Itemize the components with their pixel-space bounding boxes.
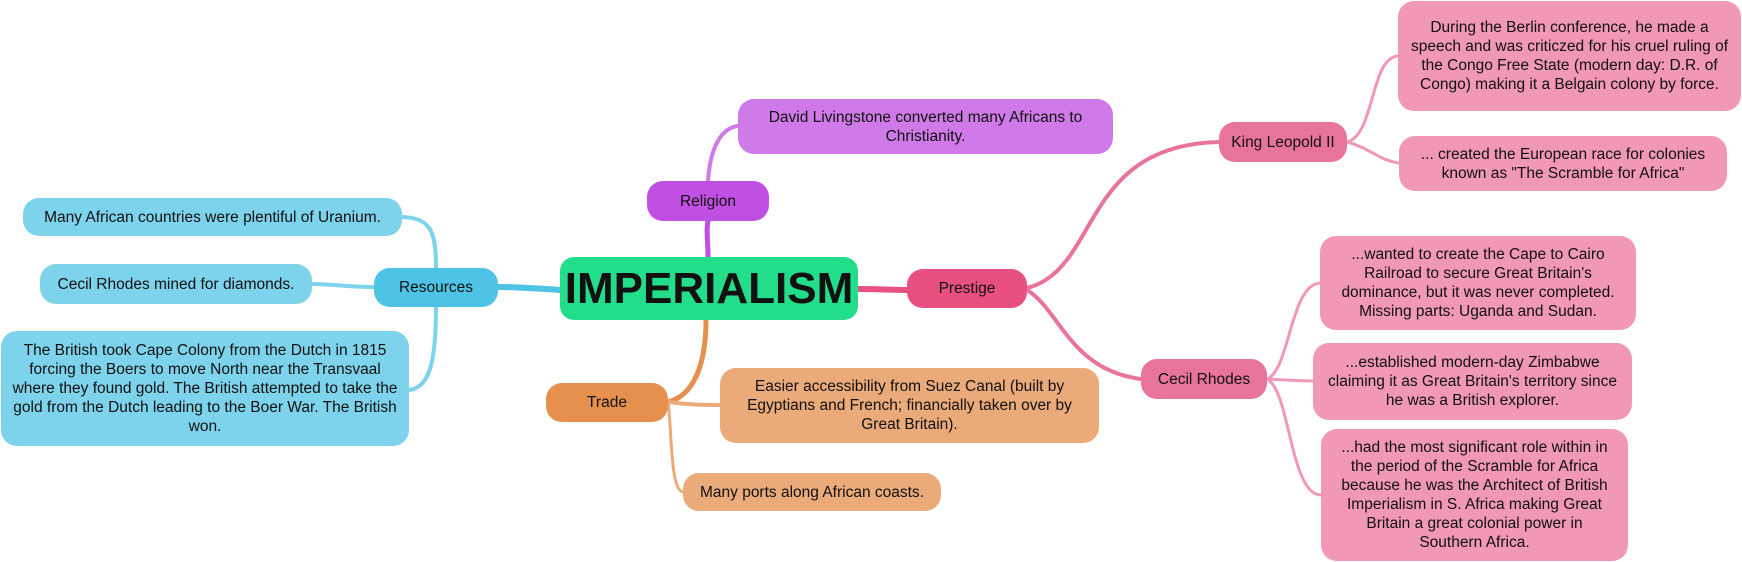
subtopic-king-leopold[interactable]: King Leopold II — [1219, 122, 1347, 162]
topic-religion[interactable]: Religion — [647, 181, 769, 221]
subtopic-ports[interactable]: Many ports along African coasts. — [683, 473, 941, 511]
topic-resources[interactable]: Resources — [374, 268, 498, 307]
detail-architect[interactable]: ...had the most significant role within … — [1321, 429, 1628, 561]
subtopic-cecil-rhodes[interactable]: Cecil Rhodes — [1141, 359, 1267, 399]
central-topic-imperialism[interactable]: IMPERIALISM — [560, 257, 858, 320]
subtopic-diamonds[interactable]: Cecil Rhodes mined for diamonds. — [40, 264, 312, 304]
topic-prestige[interactable]: Prestige — [907, 269, 1027, 308]
detail-zimbabwe[interactable]: ...established modern-day Zimbabwe claim… — [1313, 343, 1632, 420]
detail-scramble-for-africa[interactable]: ... created the European race for coloni… — [1399, 136, 1727, 191]
subtopic-uranium[interactable]: Many African countries were plentiful of… — [23, 198, 402, 236]
detail-berlin-conference[interactable]: During the Berlin conference, he made a … — [1398, 1, 1741, 111]
subtopic-livingstone[interactable]: David Livingstone converted many African… — [738, 99, 1113, 154]
subtopic-cape-colony[interactable]: The British took Cape Colony from the Du… — [1, 331, 409, 446]
detail-cape-to-cairo[interactable]: ...wanted to create the Cape to Cairo Ra… — [1320, 236, 1636, 330]
subtopic-suez-canal[interactable]: Easier accessibility from Suez Canal (bu… — [720, 368, 1099, 443]
topic-trade[interactable]: Trade — [546, 383, 668, 422]
